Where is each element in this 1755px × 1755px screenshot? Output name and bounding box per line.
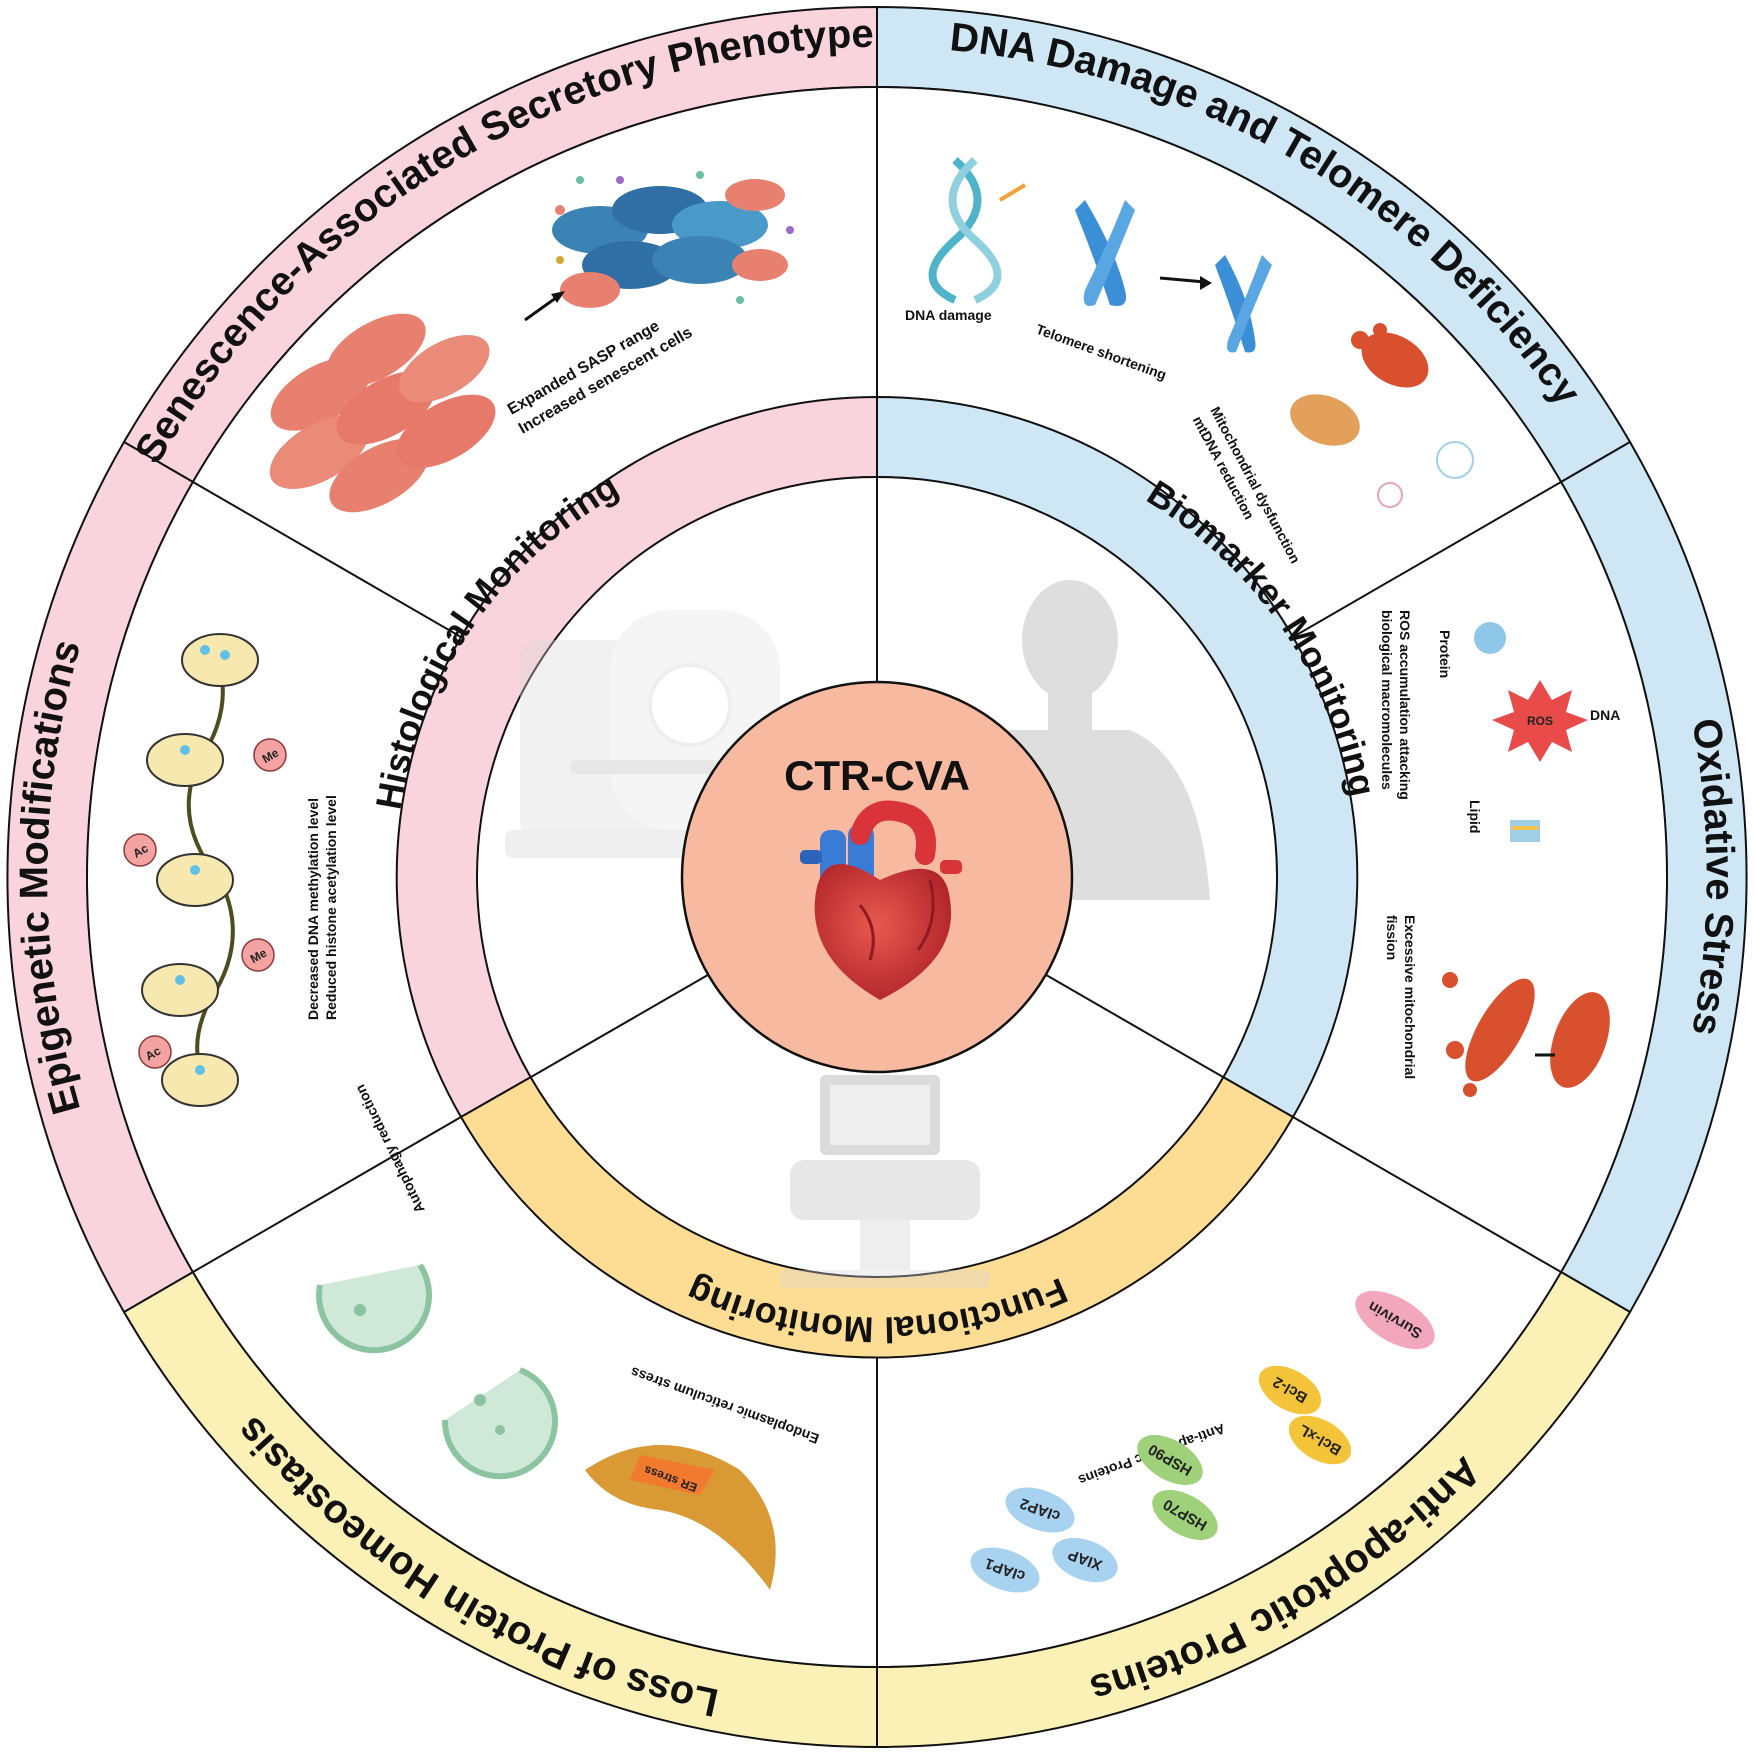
sasp-illustration xyxy=(269,171,794,513)
svg-text:ROS accumulation attacking: ROS accumulation attacking biological ma… xyxy=(1379,610,1413,804)
bcl2-pill: Bcl-2 xyxy=(1258,1365,1322,1415)
epigenetic-label-1: Decreased DNA methylation level xyxy=(305,798,321,1020)
senescent-cells-icon xyxy=(269,313,496,513)
protein-blob-icon xyxy=(1474,622,1506,654)
ros-protein-label: Protein xyxy=(1437,630,1453,678)
methyl-tag-1: Me xyxy=(253,738,287,772)
fission-label-2: fission xyxy=(1384,915,1400,960)
svg-text:Ac: Ac xyxy=(130,841,151,861)
dna-helix-icon xyxy=(928,157,1027,304)
er-stress-icon: ER stress xyxy=(585,1445,776,1590)
sasp-expanded-cells-icon xyxy=(552,171,794,308)
xiap-pill: XIAP xyxy=(1052,1537,1118,1583)
lipid-bilayer-icon xyxy=(1510,820,1540,842)
mitochondrial-fission-icon xyxy=(1442,972,1610,1097)
methyl-tag-2: Me xyxy=(241,938,275,972)
epigenetic-label-2: Reduced histone acetylation level xyxy=(323,795,339,1020)
ros-burst-icon: ROS xyxy=(1492,680,1588,762)
ros-dna-label: DNA xyxy=(1590,707,1620,723)
protein-pills: Survivin Bcl-2 Bcl-xL HSP90 HSP70 cIAP2 … xyxy=(970,1290,1435,1593)
ciap1-pill: cIAP1 xyxy=(970,1547,1040,1593)
middle-dividers xyxy=(192,87,1562,1667)
ros-attack-label-1: ROS accumulation attacking xyxy=(1397,610,1413,800)
nucleosome-chain-icon xyxy=(141,633,259,1107)
short-chromosome-icon xyxy=(1215,255,1272,353)
dna-damage-label: DNA damage xyxy=(905,307,992,323)
svg-text:Ac: Ac xyxy=(143,1043,164,1063)
bclxl-pill: Bcl-xL xyxy=(1288,1415,1352,1465)
chromosome-icon xyxy=(1075,200,1135,306)
heart-icon xyxy=(800,800,962,1000)
mitochondria-icon xyxy=(1290,323,1474,508)
svg-text:Decreased DNA methylation leve: Decreased DNA methylation level Reduced … xyxy=(305,794,339,1020)
fission-label-1: Excessive mitochondrial xyxy=(1402,915,1418,1079)
autophagy-icon xyxy=(316,1263,558,1480)
acetyl-tag-1: Ac xyxy=(123,833,157,867)
acetyl-tag-2: Ac xyxy=(138,1035,172,1069)
ros-attack-label-2: biological macromolecules xyxy=(1379,610,1395,790)
center-circle xyxy=(680,680,1074,1074)
ros-lipid-label: Lipid xyxy=(1467,800,1483,833)
center-title: CTR-CVA xyxy=(784,752,970,799)
ultrasound-machine-icon xyxy=(780,1075,990,1288)
inner-dividers xyxy=(530,477,1224,1078)
ros-label: ROS xyxy=(1527,714,1553,728)
ciap2-pill: cIAP2 xyxy=(1005,1487,1075,1533)
outer-ring xyxy=(6,5,1748,1749)
svg-text:Excessive mitochondrial fi: Excessive mitochondrial fission xyxy=(1384,915,1418,1083)
